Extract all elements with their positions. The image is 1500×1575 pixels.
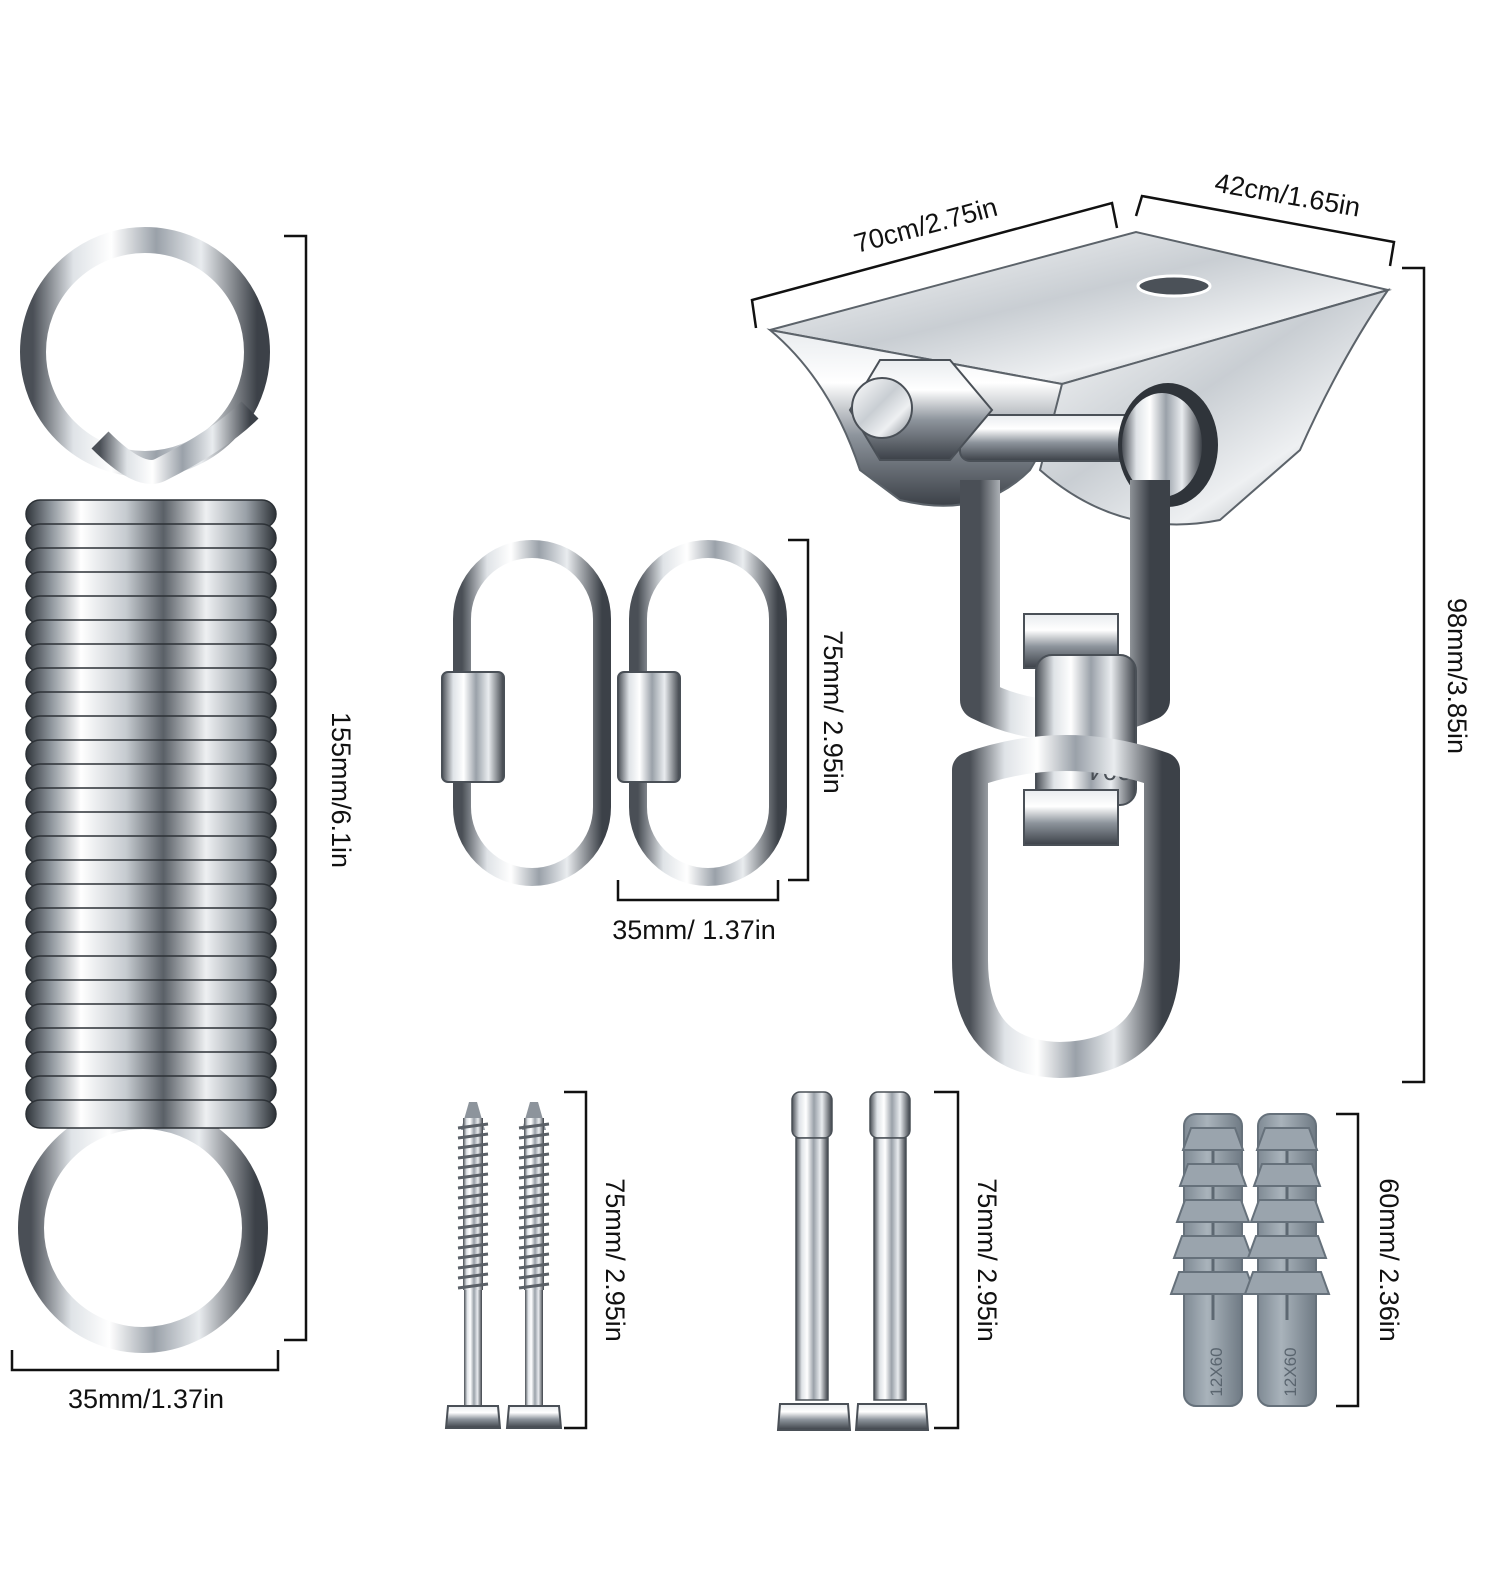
swivel-hook-illustration: 304 bbox=[766, 230, 1392, 1078]
screw-thread bbox=[457, 1252, 489, 1260]
spring-coil bbox=[25, 1099, 277, 1129]
screw-thread bbox=[457, 1162, 489, 1170]
screw-thread bbox=[518, 1272, 550, 1280]
spring-height-label: 155mm/6.1in bbox=[326, 712, 356, 868]
screw-thread bbox=[457, 1142, 489, 1150]
swivel-eye bbox=[952, 735, 1180, 1078]
screw-thread bbox=[518, 1132, 550, 1140]
screw-thread bbox=[457, 1212, 489, 1220]
lag-screw-height-dimension: 75mm/ 2.95in bbox=[564, 1090, 630, 1430]
screw-thread bbox=[518, 1252, 550, 1260]
screw-thread bbox=[518, 1212, 550, 1220]
swivel-width-label: 42cm/1.65in bbox=[1213, 168, 1363, 223]
swivel-length-label: 70cm/2.75in bbox=[851, 192, 1001, 259]
expansion-bolt-height-dimension: 75mm/ 2.95in bbox=[934, 1090, 1002, 1430]
screw-thread bbox=[457, 1122, 489, 1130]
expansion-bolts bbox=[776, 1091, 930, 1431]
wall-plug-height-label: 60mm/ 2.36in bbox=[1374, 1178, 1404, 1342]
plug-fin bbox=[1178, 1163, 1248, 1187]
spring-height-dimension: 155mm/6.1in bbox=[284, 234, 356, 1342]
screw-thread bbox=[518, 1232, 550, 1240]
screw-thread bbox=[518, 1222, 550, 1230]
quick-link-2 bbox=[617, 540, 787, 886]
expansion-bolt-2 bbox=[854, 1091, 930, 1431]
quick-link-2-sleeve bbox=[617, 671, 681, 783]
screw-thread bbox=[457, 1282, 489, 1290]
lag-screws bbox=[444, 1102, 563, 1429]
carabiner-height-label: 75mm/ 2.95in bbox=[818, 630, 848, 794]
lag-screw-height-label: 75mm/ 2.95in bbox=[600, 1178, 630, 1342]
screw-thread bbox=[457, 1172, 489, 1180]
lag-screw-2 bbox=[505, 1102, 563, 1429]
screw-thread bbox=[457, 1152, 489, 1160]
swivel-lower-hex bbox=[1023, 789, 1119, 846]
plug-fin bbox=[1181, 1127, 1245, 1151]
screw-thread bbox=[518, 1122, 550, 1130]
swivel-height-dimension: 98mm/3.85in bbox=[1402, 266, 1472, 1084]
lag-screw-1 bbox=[444, 1102, 502, 1429]
bearing-ring bbox=[1122, 393, 1202, 497]
screw-thread bbox=[457, 1262, 489, 1270]
plug-fin bbox=[1243, 1271, 1331, 1295]
expansion-bolt-1 bbox=[776, 1091, 852, 1431]
spring-width-dimension: 35mm/1.37in bbox=[10, 1350, 280, 1414]
screw-thread bbox=[457, 1132, 489, 1140]
screw-thread bbox=[518, 1242, 550, 1250]
carabiner-width-dimension: 35mm/ 1.37in bbox=[612, 880, 780, 945]
screw-thread bbox=[457, 1182, 489, 1190]
wall-plug-height-dimension: 60mm/ 2.36in bbox=[1336, 1112, 1404, 1408]
plate-hole bbox=[1136, 274, 1212, 298]
screw-thread bbox=[518, 1202, 550, 1210]
wall-plug-1: 12X60 bbox=[1169, 1113, 1257, 1407]
plug-fin bbox=[1252, 1163, 1322, 1187]
screw-thread bbox=[518, 1282, 550, 1290]
spring-coils bbox=[25, 499, 277, 1129]
screw-thread bbox=[457, 1242, 489, 1250]
screw-thread bbox=[457, 1192, 489, 1200]
screw-thread bbox=[518, 1172, 550, 1180]
carabiner-height-dimension: 75mm/ 2.95in bbox=[788, 538, 848, 882]
wall-plugs: 12X60 12X60 bbox=[1169, 1113, 1331, 1407]
plug-fin bbox=[1246, 1235, 1328, 1259]
quick-link-1 bbox=[441, 540, 611, 886]
wall-plug-2-marking: 12X60 bbox=[1281, 1347, 1300, 1396]
screw-thread bbox=[457, 1232, 489, 1240]
spring-width-label: 35mm/1.37in bbox=[68, 1384, 224, 1414]
bolt-head bbox=[851, 377, 913, 439]
screw-thread bbox=[457, 1272, 489, 1280]
spring-illustration bbox=[18, 227, 277, 1353]
wall-plug-1-marking: 12X60 bbox=[1207, 1347, 1226, 1396]
screw-thread bbox=[457, 1222, 489, 1230]
plug-fin bbox=[1255, 1127, 1319, 1151]
plug-fin bbox=[1249, 1199, 1325, 1223]
quick-link-carabiners bbox=[441, 540, 787, 886]
screw-thread bbox=[518, 1262, 550, 1270]
screw-thread bbox=[518, 1192, 550, 1200]
quick-link-1-sleeve bbox=[441, 671, 505, 783]
screw-thread bbox=[518, 1152, 550, 1160]
spring-bottom-loop bbox=[18, 1103, 268, 1353]
wall-plug-2: 12X60 bbox=[1243, 1113, 1331, 1407]
swivel-height-label: 98mm/3.85in bbox=[1442, 598, 1472, 754]
screw-thread bbox=[457, 1202, 489, 1210]
plug-fin bbox=[1169, 1271, 1257, 1295]
screw-thread bbox=[518, 1162, 550, 1170]
carabiner-width-label: 35mm/ 1.37in bbox=[612, 915, 776, 945]
plug-fin bbox=[1172, 1235, 1254, 1259]
plug-fin bbox=[1175, 1199, 1251, 1223]
spring-top-neck bbox=[91, 401, 259, 484]
expansion-bolt-height-label: 75mm/ 2.95in bbox=[972, 1178, 1002, 1342]
screw-thread bbox=[518, 1142, 550, 1150]
screw-thread bbox=[518, 1182, 550, 1190]
